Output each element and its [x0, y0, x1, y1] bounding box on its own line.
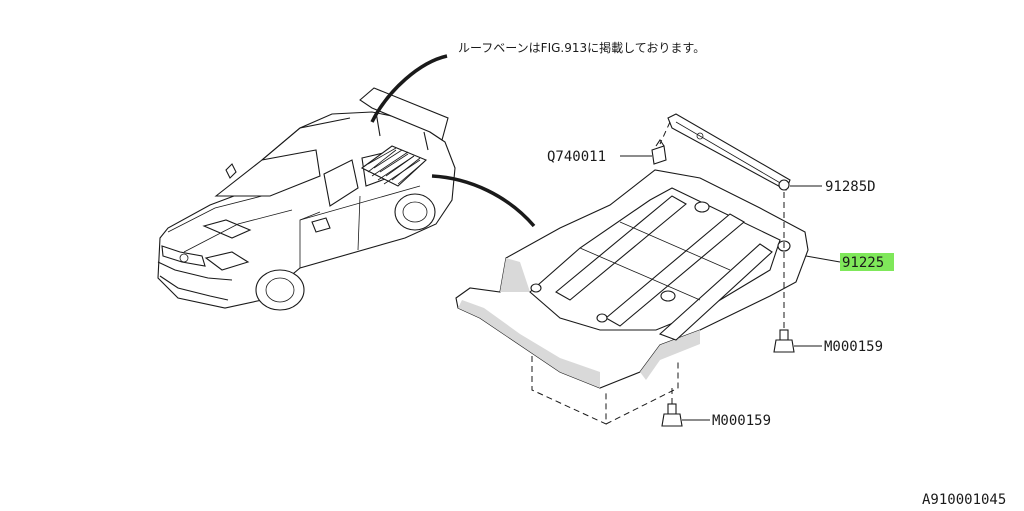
under-cover-part — [455, 169, 809, 425]
bolt-part-m000159-bottom — [661, 388, 683, 427]
callout-m000159-right[interactable]: M000159 — [824, 339, 883, 355]
callout-q740011[interactable]: Q740011 — [547, 149, 606, 165]
roof-vane-note: ルーフベーンはFIG.913に掲載しております。 — [458, 40, 705, 55]
callout-m000159-bottom[interactable]: M000159 — [712, 413, 771, 429]
rail-part-91285d — [659, 113, 791, 328]
clip-part-q740011 — [651, 139, 667, 165]
callout-91225-highlight — [840, 253, 894, 271]
figure-id: A910001045 — [922, 492, 1006, 508]
car-illustration — [157, 54, 536, 311]
bolt-part-m000159-right — [773, 329, 795, 353]
callout-91285d[interactable]: 91285D — [825, 179, 876, 195]
callout-91225[interactable]: 91225 — [842, 255, 884, 271]
